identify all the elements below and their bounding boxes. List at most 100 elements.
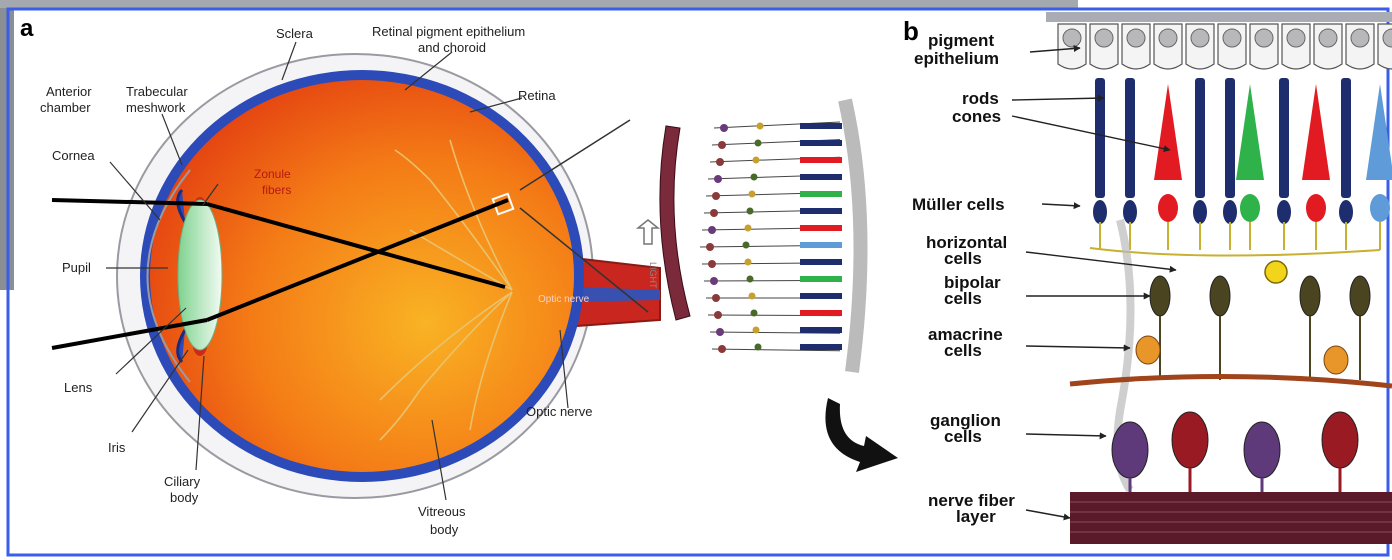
wedge-ganglion [718, 141, 726, 149]
wedge-photoreceptor [800, 276, 842, 282]
cone-nucleus [1158, 194, 1178, 222]
wedge-ganglion [716, 328, 724, 336]
label-trabecular-line2: meshwork [126, 100, 186, 115]
wedge-bipolar [755, 140, 762, 147]
rod-nucleus [1123, 200, 1137, 224]
rod-cell [1279, 78, 1289, 198]
label-muller: Müller cells [912, 195, 1005, 214]
pigment-cell-nucleus [1095, 29, 1113, 47]
wedge-photoreceptor [800, 225, 842, 231]
pigment-cell-nucleus [1287, 29, 1305, 47]
label-anterior-line1: Anterior [46, 84, 92, 99]
lens-shape [178, 200, 222, 350]
label-cones: cones [952, 107, 1001, 126]
label-bipolar-line2: cells [944, 289, 982, 308]
wedge-photoreceptor [800, 123, 842, 129]
wedge-ganglion [706, 243, 714, 251]
wedge-ganglion [712, 294, 720, 302]
wedge-bipolar [753, 327, 760, 334]
rod-cell [1341, 78, 1351, 198]
bipolar-cell [1150, 276, 1170, 316]
wedge-ganglion [710, 209, 718, 217]
wedge-photoreceptor [800, 327, 842, 333]
label-rods: rods [962, 89, 999, 108]
wedge-photoreceptor [800, 242, 842, 248]
rod-cell [1125, 78, 1135, 198]
label-zonule-line1: Zonule [254, 167, 291, 181]
wedge-photoreceptor [800, 344, 842, 350]
wedge-bipolar [745, 225, 752, 232]
label-cornea: Cornea [52, 148, 95, 163]
pigment-cell-nucleus [1127, 29, 1145, 47]
horizontal-cell [1265, 261, 1287, 283]
nerve-fiber-band [1070, 492, 1392, 544]
rod-nucleus [1093, 200, 1107, 224]
ganglion-cell [1322, 412, 1358, 468]
wedge-photoreceptor [800, 208, 842, 214]
optic-inner-label: Optic nerve [538, 294, 590, 305]
ganglion-cell [1244, 422, 1280, 478]
pigment-cell-nucleus [1351, 29, 1369, 47]
label-ciliary-line1: Ciliary [164, 474, 201, 489]
light-label: LIGHT [648, 262, 658, 289]
label-sclera: Sclera [276, 26, 314, 41]
rod-cell [1225, 78, 1235, 198]
rod-nucleus [1223, 200, 1237, 224]
wedge-bipolar [747, 208, 754, 215]
wedge-bipolar [751, 310, 758, 317]
label-zonule-line2: fibers [262, 183, 291, 197]
pigment-top-band [1046, 12, 1392, 22]
cone-nucleus [1370, 194, 1390, 222]
label-pupil: Pupil [62, 260, 91, 275]
wedge-bipolar [751, 174, 758, 181]
panel-b-letter: b [903, 16, 919, 46]
wedge-photoreceptor [800, 157, 842, 163]
wedge-ganglion [714, 311, 722, 319]
rod-nucleus [1339, 200, 1353, 224]
pigment-cell-nucleus [1255, 29, 1273, 47]
label-anterior-line2: chamber [40, 100, 91, 115]
wedge-ganglion [708, 226, 716, 234]
wedge-ganglion [708, 260, 716, 268]
cone-nucleus [1306, 194, 1326, 222]
wedge-photoreceptor [800, 140, 842, 146]
label-optic-nerve: Optic nerve [526, 404, 592, 419]
label-amacrine-line2: cells [944, 341, 982, 360]
wedge-bipolar [749, 191, 756, 198]
ganglion-cell [1172, 412, 1208, 468]
label-rpe-line1: Retinal pigment epithelium [372, 24, 525, 39]
wedge-photoreceptor [800, 191, 842, 197]
bipolar-cell [1210, 276, 1230, 316]
wedge-ganglion [714, 175, 722, 183]
wedge-ganglion [712, 192, 720, 200]
label-ciliary-line2: body [170, 490, 199, 505]
label-iris: Iris [108, 440, 126, 455]
rod-cell [1095, 78, 1105, 198]
label-retina: Retina [518, 88, 556, 103]
wedge-photoreceptor [800, 293, 842, 299]
wedge-photoreceptor [800, 174, 842, 180]
wedge-bipolar [749, 293, 756, 300]
bipolar-cell [1350, 276, 1370, 316]
rod-nucleus [1277, 200, 1291, 224]
wedge-photoreceptor [800, 310, 842, 316]
label-vitreous-line1: Vitreous [418, 504, 466, 519]
wedge-ganglion [718, 345, 726, 353]
wedge-bipolar [743, 242, 750, 249]
wedge-bipolar [745, 259, 752, 266]
wedge-bipolar [757, 123, 764, 130]
pigment-cell-nucleus [1159, 29, 1177, 47]
wedge-photoreceptor [800, 259, 842, 265]
label-trabecular-line1: Trabecular [126, 84, 188, 99]
pigment-cell-nucleus [1191, 29, 1209, 47]
label-pigment-line2: epithelium [914, 49, 999, 68]
bipolar-cell [1300, 276, 1320, 316]
pigment-cell-nucleus [1223, 29, 1241, 47]
wedge-ganglion [716, 158, 724, 166]
wedge-ganglion [720, 124, 728, 132]
ganglion-cell [1112, 422, 1148, 478]
wedge-bipolar [747, 276, 754, 283]
panel-a-letter: a [20, 15, 34, 42]
label-ganglion-line2: cells [944, 427, 982, 446]
